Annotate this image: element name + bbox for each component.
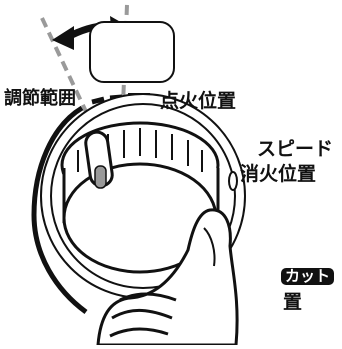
- cut-badge: カット: [281, 268, 335, 285]
- adjust-range-arc: [31, 105, 88, 315]
- adjust-range-label: 調節範囲: [4, 88, 76, 109]
- quick-extinguish-label-line1: スピード: [257, 138, 334, 160]
- cut-position-label: 置: [283, 291, 303, 313]
- quick-extinguish-label-line2: 消火位置: [240, 163, 317, 185]
- slider-slot: [89, 21, 175, 83]
- ignition-position-label: 点火位置: [160, 90, 237, 112]
- knob-icon: [60, 121, 220, 274]
- quick-extinguish-marker: [228, 171, 238, 191]
- hand-icon: [96, 208, 239, 347]
- middle-ring: [50, 103, 236, 289]
